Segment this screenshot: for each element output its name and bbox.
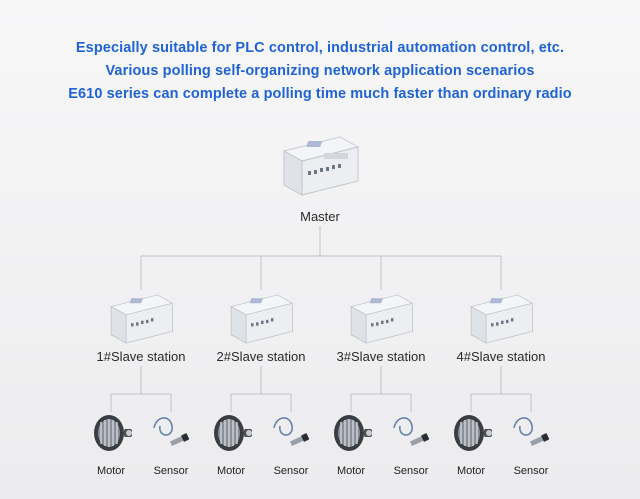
headline-line-1: Especially suitable for PLC control, ind… [75,40,565,56]
sensor-label: Sensor [153,465,189,477]
sensor-label: Sensor [513,465,549,477]
slave-2-label: 2#Slave station [216,349,306,364]
motor-label: Motor [456,465,486,477]
sensor-icon [510,412,554,459]
master-plc-icon [278,131,362,206]
motor-label: Motor [216,465,246,477]
motor-icon [331,412,375,459]
headline-line-3: E610 series can complete a polling time … [68,86,572,102]
sensor-icon [150,412,194,459]
headline-line-2: Various polling self-organizing network … [105,63,535,79]
sensor-label: Sensor [273,465,309,477]
motor-icon [211,412,255,459]
slave-4-plc-icon [466,290,536,353]
sensor-icon [270,412,314,459]
motor-icon [451,412,495,459]
motor-icon [91,412,135,459]
slave-4-label: 4#Slave station [456,349,546,364]
motor-label: Motor [96,465,126,477]
sensor-label: Sensor [393,465,429,477]
slave-3-plc-icon [346,290,416,353]
slave-2-plc-icon [226,290,296,353]
sensor-icon [390,412,434,459]
slave-1-plc-icon [106,290,176,353]
slave-1-label: 1#Slave station [96,349,186,364]
slave-3-label: 3#Slave station [336,349,426,364]
motor-label: Motor [336,465,366,477]
master-label: Master [300,209,340,224]
